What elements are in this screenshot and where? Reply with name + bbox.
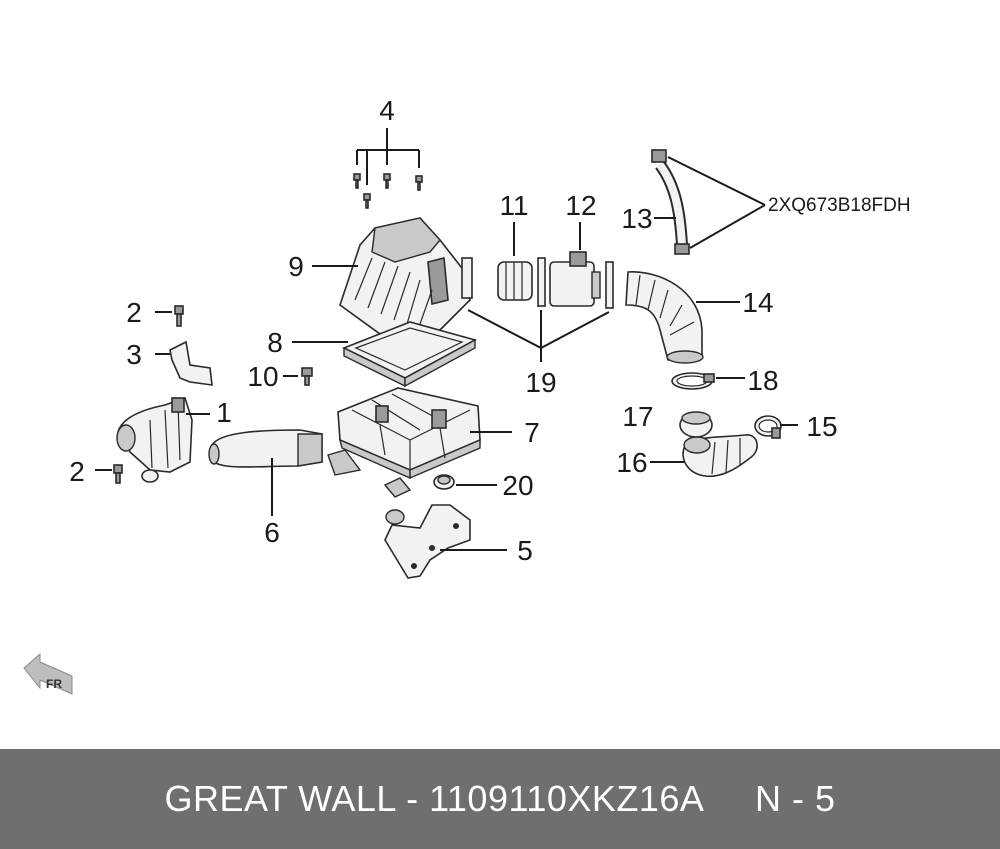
part-14-resonator-hose [650, 434, 758, 478]
part-17-gaskets [467, 257, 614, 362]
callout-8: 4 [379, 95, 395, 126]
callout-20: 6 [264, 517, 280, 548]
callout-11: 13 [621, 203, 652, 234]
callout-7: 10 [247, 361, 278, 392]
part-11-hose [651, 149, 766, 255]
part-2-bolt-lower [95, 464, 123, 484]
part-20-intake-duct [208, 429, 323, 516]
callout-18: 20 [502, 470, 533, 501]
part-13-clamp [754, 415, 798, 439]
part-7-bolt [283, 367, 313, 386]
callout-2-lower: 2 [69, 456, 85, 487]
part-15-cap [679, 411, 713, 438]
callout-14: 16 [616, 447, 647, 478]
part-code-label: 2XQ673B18FDH [768, 195, 911, 216]
callout-1: 1 [216, 397, 232, 428]
callout-6: 9 [288, 251, 304, 282]
footer-caption: GREAT WALL - 1109110XKZ16A N - 5 [165, 778, 836, 820]
callout-4: 7 [524, 417, 540, 448]
part-4-lower-housing [327, 387, 481, 498]
callout-19: 5 [517, 535, 533, 566]
part-8-screws [353, 128, 423, 209]
part-19-bracket [384, 504, 507, 579]
page-indicator: N - 5 [754, 778, 836, 819]
part-3-bracket [155, 340, 213, 386]
part-16-clamp [671, 372, 745, 390]
brand-name: GREAT WALL [164, 778, 396, 819]
part-5-filter-element [342, 321, 478, 388]
part-6-filter-cover [339, 217, 473, 346]
callout-9: 11 [499, 190, 528, 221]
callout-3: 3 [126, 339, 142, 370]
front-direction-marker: FR [23, 652, 73, 695]
footer-bar: GREAT WALL - 1109110XKZ16A N - 5 [0, 749, 1000, 849]
exploded-parts-diagram: 4 11 12 13 2XQ673B18FDH 9 14 2 8 3 10 19… [23, 95, 911, 695]
part-9-coupling [497, 222, 533, 301]
fr-label: FR [46, 677, 62, 691]
part-2-bolt-upper [155, 305, 184, 327]
part-1-inlet-scoop [116, 396, 210, 483]
callout-17: 19 [525, 367, 556, 398]
callout-2-upper: 2 [126, 297, 142, 328]
callout-13: 15 [806, 411, 837, 442]
callout-16: 18 [747, 365, 778, 396]
callout-15: 17 [622, 401, 653, 432]
callout-10: 12 [565, 190, 596, 221]
callout-5: 8 [267, 327, 283, 358]
part-10-airflow-sensor [549, 222, 601, 307]
callout-12: 14 [742, 287, 773, 318]
part-number: 1109110XKZ16A [429, 778, 703, 819]
part-18-grommet [433, 474, 497, 490]
part-12-elbow-hose [625, 271, 740, 364]
footer-separator: - [395, 778, 430, 819]
